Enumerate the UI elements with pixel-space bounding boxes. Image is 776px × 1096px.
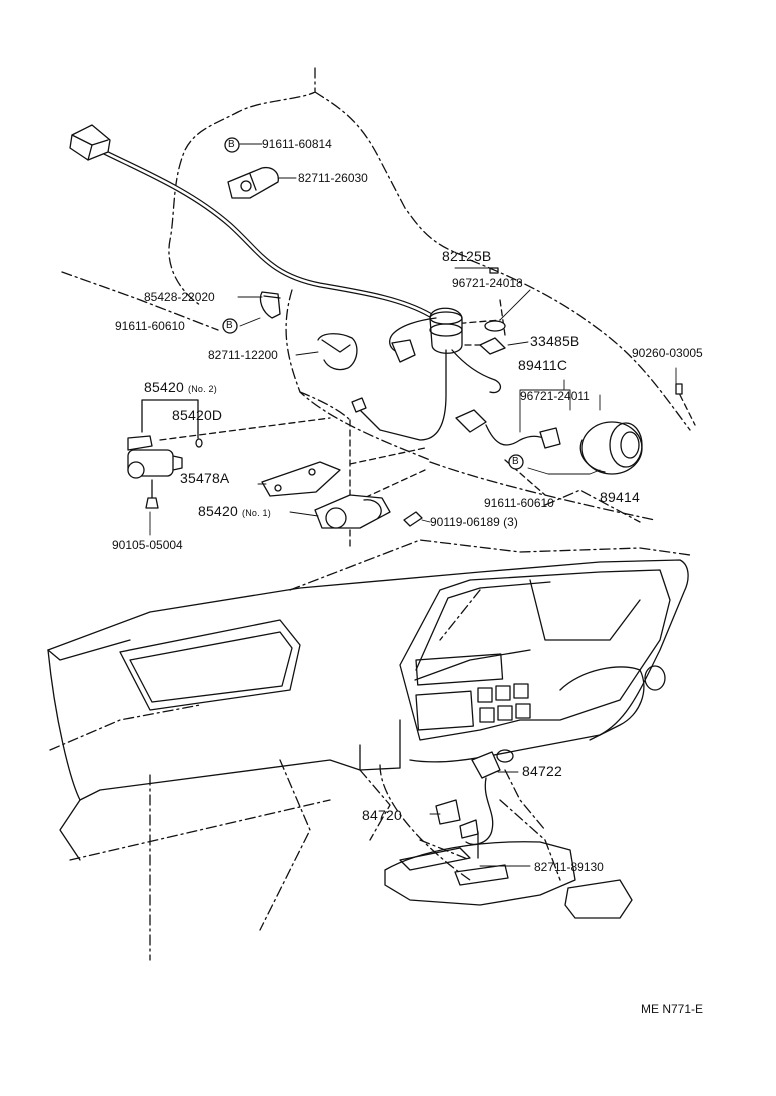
part-label-90119-06189: 90119-06189 (3) — [430, 515, 518, 529]
part-label-33485B: 33485B — [530, 333, 580, 349]
part-label-85420D: 85420D — [172, 407, 223, 423]
leaders — [149, 143, 677, 867]
part-label-91611-60610-b: 91611-60610 — [484, 496, 554, 510]
part-note: (No. 1) — [242, 508, 271, 518]
part-label-85420-no2: 85420 (No. 2) — [144, 380, 217, 396]
part-label-82711-12200: 82711-12200 — [208, 348, 278, 362]
instrument-panel — [47, 559, 689, 919]
part-label-96721-24018: 96721-24018 — [452, 276, 523, 290]
switch-grid — [477, 683, 531, 723]
part-label-91611-60814: 91611-60814 — [262, 137, 332, 151]
body-outline — [61, 67, 691, 521]
diagram-code: ME N771-E — [641, 1002, 704, 1016]
part-label-89411C: 89411C — [518, 357, 568, 373]
part-label-90260-03005: 90260-03005 — [632, 346, 703, 360]
switch-85420-no1 — [314, 494, 423, 529]
b-marker-1: B — [228, 139, 235, 150]
part-label-35478A: 35478A — [180, 470, 230, 486]
clamp-85428-22020 — [259, 291, 281, 319]
part-label-85428-22020: 85428-22020 — [144, 290, 215, 304]
part-label-82711-89130: 82711-89130 — [534, 860, 604, 874]
b-markers — [222, 137, 524, 470]
part-label-82711-26030: 82711-26030 — [298, 171, 368, 185]
part-label-82125B: 82125B — [442, 248, 492, 264]
bracket-35478A — [261, 461, 341, 497]
b-marker-2: B — [226, 320, 233, 331]
clamp-82711-12200 — [317, 333, 358, 371]
harness — [69, 124, 683, 475]
part-label-84720: 84720 — [362, 807, 402, 823]
lower-guides — [49, 489, 691, 961]
part-note: (No. 2) — [188, 384, 217, 394]
part-label-91611-60610-a: 91611-60610 — [115, 319, 185, 333]
part-number: 85420 — [198, 503, 238, 519]
part-number: 85420 — [144, 379, 184, 395]
part-label-89414: 89414 — [600, 489, 640, 505]
part-label-85420-no1: 85420 (No. 1) — [198, 504, 271, 520]
clamp-82711-26030 — [227, 166, 279, 199]
part-label-96721-24011: 96721-24011 — [520, 389, 590, 403]
part-label-84722: 84722 — [522, 763, 562, 779]
b-marker-3: B — [512, 456, 519, 467]
harness-plug — [351, 397, 367, 413]
switch-85420-no2 — [127, 399, 203, 509]
part-label-90105-05004: 90105-05004 — [112, 538, 183, 552]
